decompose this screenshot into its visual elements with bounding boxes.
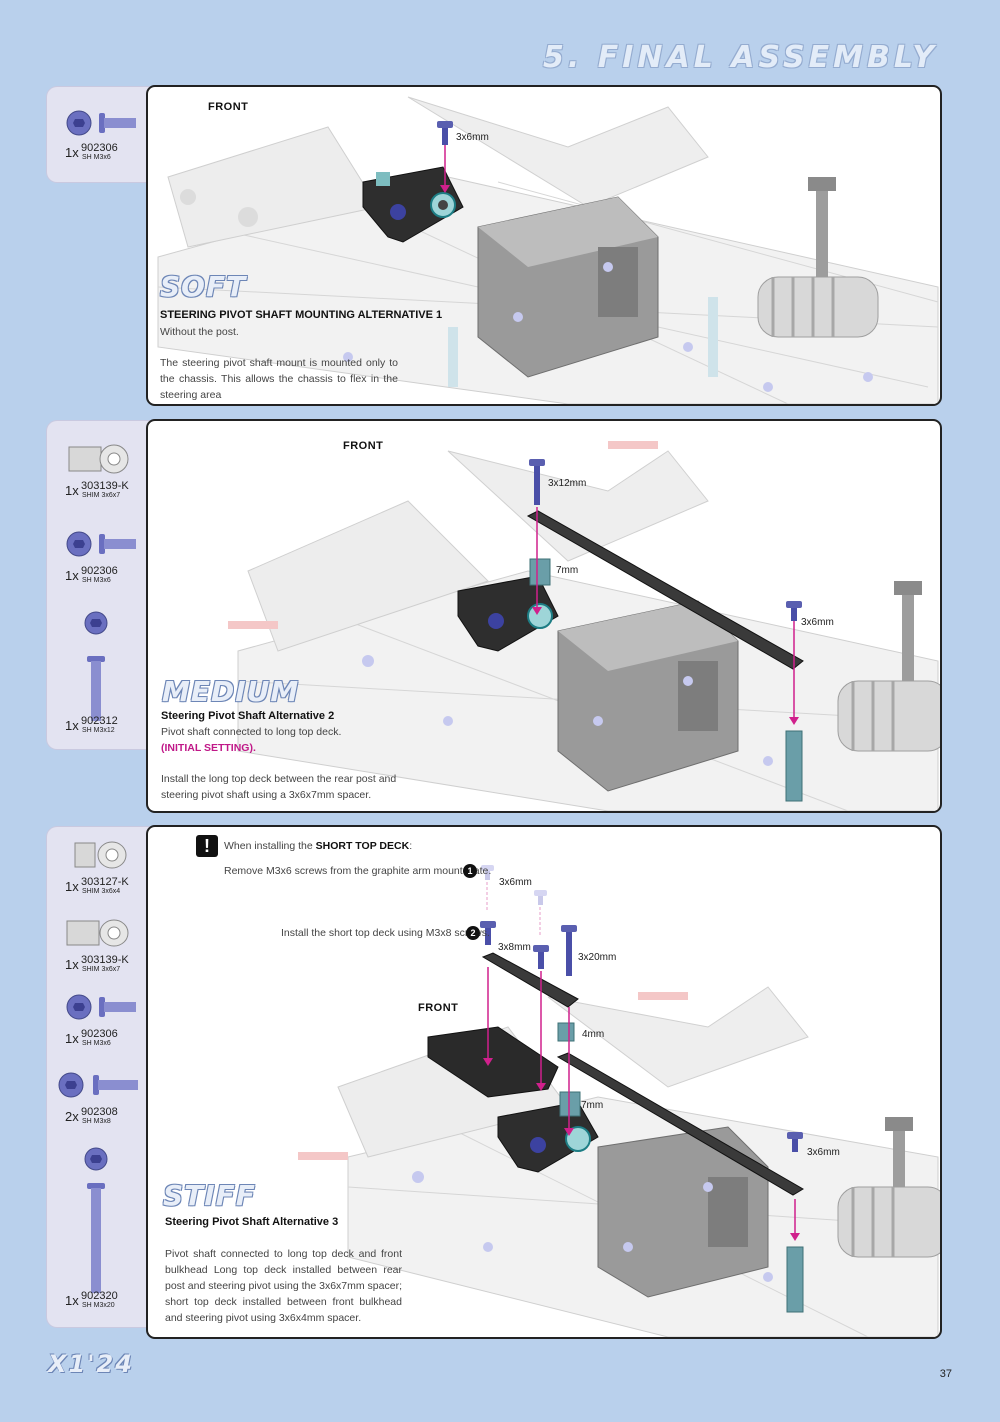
callout-label: 3x6mm [456, 132, 489, 143]
chassis-diagram-soft [157, 96, 939, 404]
callout-label: 3x6mm [499, 877, 532, 888]
long-screw-icon [84, 611, 108, 721]
assembly-panel-stiff: ! When installing the SHORT TOP DECK: Re… [146, 825, 942, 1339]
part-desc: SHIM 3x6x7 [82, 966, 121, 973]
part-qty: 2x [65, 1109, 79, 1124]
part-item: 1x 303127-K SHIM 3x6x4 [47, 827, 147, 907]
part-code: 303139-K [81, 954, 129, 966]
warning-note: When installing the SHORT TOP DECK: [224, 838, 412, 854]
initial-setting-note: (INITIAL SETTING). [161, 742, 256, 754]
step-1-text: Remove M3x6 screws from the graphite arm… [224, 865, 492, 877]
step-2-badge: 2 [466, 926, 480, 940]
part-qty: 1x [65, 1293, 79, 1308]
callout-label: 7mm [581, 1100, 604, 1111]
parts-box-stiff: 1x 303127-K SHIM 3x6x4 1x 303139-K SHIM … [47, 827, 157, 1327]
part-desc: SH M3x8 [82, 1118, 111, 1125]
part-item: 1x 303139-K SHIM 3x6x7 [47, 905, 147, 985]
part-qty: 1x [65, 483, 79, 498]
part-qty: 1x [65, 718, 79, 733]
page-number: 37 [939, 1368, 952, 1380]
section-heading: Steering Pivot Shaft Alternative 2 [161, 710, 335, 722]
callout-label: 3x12mm [548, 478, 587, 489]
part-desc: SH M3x6 [82, 154, 111, 161]
front-indicator: FRONT [343, 440, 383, 452]
screw-icon [58, 1072, 138, 1098]
page-title: 5. FINAL ASSEMBLY [543, 40, 938, 75]
section-subtitle: Without the post. [160, 326, 239, 338]
part-code: 902306 [81, 1028, 118, 1040]
stiffness-label: MEDIUM [162, 675, 300, 708]
shim-icon [74, 841, 127, 869]
part-desc: SH M3x20 [82, 1302, 115, 1309]
shim-icon [66, 919, 129, 947]
long-screw-icon [84, 1147, 108, 1293]
callout-label: 3x8mm [498, 942, 531, 953]
part-item: 1x 902306 SH M3x6 [47, 516, 147, 606]
parts-box-medium: 1x 303139-K SHIM 3x6x7 1x 902306 SH M3x6… [47, 421, 157, 749]
callout-label: 3x6mm [807, 1147, 840, 1158]
part-desc: SH M3x6 [82, 1040, 111, 1047]
warning-icon: ! [196, 835, 218, 857]
section-body: Pivot shaft connected to long top deck a… [165, 1248, 402, 1324]
callout-label: 7mm [556, 565, 579, 576]
screw-icon [66, 994, 136, 1020]
part-code: 303139-K [81, 480, 129, 492]
part-code: 902308 [81, 1106, 118, 1118]
screw-icon [66, 531, 136, 557]
front-indicator: FRONT [418, 1002, 458, 1014]
warning-bold: SHORT TOP DECK [315, 840, 410, 852]
part-item: 1x 902306 SH M3x6 [47, 87, 147, 182]
part-qty: 1x [65, 145, 79, 160]
step-1-badge: 1 [463, 864, 477, 878]
stiffness-label: STIFF [163, 1179, 256, 1212]
part-qty: 1x [65, 879, 79, 894]
front-label: FRONT [343, 440, 384, 452]
section-heading: Steering Pivot Shaft Alternative 3 [165, 1216, 339, 1228]
stiffness-label: SOFT [160, 270, 247, 303]
front-label: FRONT [418, 1002, 459, 1014]
section-heading: STEERING PIVOT SHAFT MOUNTING ALTERNATIV… [160, 309, 443, 321]
chassis-diagram-medium [228, 441, 940, 811]
part-item: 1x 303139-K SHIM 3x6x7 [47, 421, 147, 521]
front-indicator: FRONT [208, 101, 248, 113]
part-item: 2x 902308 SH M3x8 [47, 1063, 147, 1143]
warning-prefix: When installing the [224, 840, 316, 852]
part-qty: 1x [65, 1031, 79, 1046]
chassis-diagram-stiff [298, 865, 940, 1337]
screw-icon [66, 110, 136, 136]
part-code: 902306 [81, 565, 118, 577]
section-body: The steering pivot shaft mount is mounte… [160, 357, 398, 401]
part-qty: 1x [65, 957, 79, 972]
part-code: 902312 [81, 715, 118, 727]
assembly-panel-medium: FRONT 3x12mm 7mm 3x6mm MEDIUM Steering P… [146, 419, 942, 813]
parts-box-soft: 1x 902306 SH M3x6 [47, 87, 157, 182]
part-code: 902306 [81, 142, 118, 154]
part-item: 1x 902320 SH M3x20 [47, 1143, 147, 1327]
section-subtitle: Pivot shaft connected to long top deck. [161, 726, 342, 738]
assembly-panel-soft: FRONT 3x6mm SOFT STEERING PIVOT SHAFT MO… [146, 85, 942, 406]
part-code: 902320 [81, 1290, 118, 1302]
part-desc: SH M3x6 [82, 577, 111, 584]
callout-label: 3x20mm [578, 952, 617, 963]
part-desc: SHIM 3x6x4 [82, 888, 121, 895]
part-code: 303127-K [81, 876, 129, 888]
callout-label: 3x6mm [801, 617, 834, 628]
warning-suffix: : [409, 840, 413, 852]
part-qty: 1x [65, 568, 79, 583]
callout-label: 4mm [582, 1029, 605, 1040]
section-body: Install the long top deck between the re… [161, 773, 397, 801]
part-item: 1x 902312 SH M3x12 [47, 601, 147, 749]
part-item: 1x 902306 SH M3x6 [47, 985, 147, 1065]
step-2-text: Install the short top deck using M3x8 sc… [281, 927, 490, 939]
shim-icon [68, 444, 129, 474]
part-desc: SHIM 3x6x7 [82, 492, 121, 499]
part-desc: SH M3x12 [82, 727, 115, 734]
brand-logo: X1'24 [48, 1350, 134, 1378]
front-label: FRONT [208, 101, 249, 113]
